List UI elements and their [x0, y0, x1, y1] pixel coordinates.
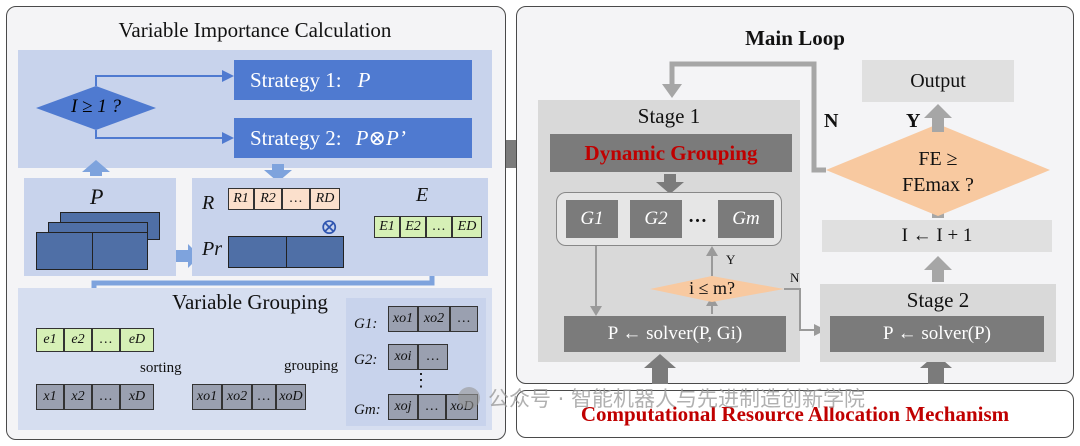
fe-check-line2: FEmax ?	[902, 174, 974, 196]
g1-label: G1:	[354, 316, 378, 332]
xo-cell: xoD	[276, 384, 306, 410]
resource-bar-label: Computational Resource Allocation Mechan…	[580, 401, 1010, 426]
x-cell: x1	[36, 384, 64, 410]
e-small-cell: …	[92, 328, 120, 352]
grouping-label: grouping	[284, 358, 339, 374]
x-vector: x1 x2 … xD	[36, 384, 154, 410]
xo-cell: …	[252, 384, 276, 410]
strategy2-bar: Strategy 2: P⊗P’	[234, 118, 472, 158]
gm-cell: xoj	[388, 394, 418, 420]
p-label: P	[90, 184, 104, 209]
g1-cell: …	[450, 306, 478, 332]
loop-n-label: N	[824, 110, 839, 132]
sorting-label: sorting	[140, 360, 182, 376]
output-box: Output	[862, 60, 1014, 102]
decision-diamond-label: I ≥ 1 ?	[70, 96, 121, 117]
solver-box: P ← solver(P)	[830, 316, 1044, 352]
r-label: R	[202, 192, 215, 214]
pr-matrix-divider	[286, 236, 287, 268]
g2-cell: …	[418, 344, 448, 370]
strategy2-symbol: P⊗P’	[355, 125, 406, 150]
r-cell: R1	[228, 188, 254, 210]
e-small-vector: e1 e2 … eD	[36, 328, 154, 352]
condition-n-label: N	[790, 270, 800, 285]
groups-ellipsis: …	[688, 206, 707, 227]
loop-y-label: Y	[906, 110, 921, 132]
watermark-logo-icon	[458, 387, 480, 409]
r-vector: R1 R2 … RD	[228, 188, 340, 210]
xo-vector: xo1 xo2 … xoD	[192, 384, 306, 410]
e-cell: E1	[374, 216, 400, 238]
group-box-g2: G2	[630, 200, 682, 238]
stage2-title: Stage 2	[906, 288, 970, 312]
e-small-cell: eD	[120, 328, 154, 352]
condition-y-label: Y	[726, 252, 736, 267]
e-cell: ED	[452, 216, 482, 238]
gm-label: Gm:	[354, 402, 381, 418]
stage1-title: Stage 1	[637, 104, 701, 128]
condition-label: i ≤ m?	[689, 278, 735, 298]
r-cell: RD	[310, 188, 340, 210]
e-vector: E1 E2 … ED	[374, 216, 482, 238]
group-box-g1: G1	[566, 200, 618, 238]
xo-cell: xo2	[222, 384, 252, 410]
e-small-cell: e1	[36, 328, 64, 352]
e-label: E	[416, 184, 429, 206]
increment-box: I ← I + 1	[822, 220, 1052, 252]
p-stack-1-divider	[92, 232, 93, 270]
e-cell: E2	[400, 216, 426, 238]
pr-label: Pr	[202, 238, 222, 260]
main-loop-title: Main Loop	[745, 26, 845, 50]
g2-cell: xoi	[388, 344, 418, 370]
x-cell: xD	[120, 384, 154, 410]
x-cell: x2	[64, 384, 92, 410]
vdots: ⋮	[412, 370, 430, 390]
g1-cell: xo2	[418, 306, 450, 332]
dynamic-grouping-bar: Dynamic Grouping	[550, 134, 792, 172]
x-cell: …	[92, 384, 120, 410]
solver-group-box: P ← solver(P, Gi)	[564, 316, 786, 352]
watermark: 公众号 · 智能机器人与先进制造创新学院	[458, 380, 1064, 416]
gm-cell: …	[418, 394, 446, 420]
vg-title: Variable Grouping	[172, 290, 328, 314]
resource-bar: Computational Resource Allocation Mechan…	[516, 390, 1074, 438]
strategy2-label: Strategy 2:	[250, 125, 342, 150]
otimes-symbol: ⊗	[320, 214, 339, 239]
watermark-text: 公众号 · 智能机器人与先进制造创新学院	[488, 387, 866, 411]
r-cell: …	[282, 188, 310, 210]
strategy1-symbol: P	[357, 67, 371, 92]
dynamic-grouping-label: Dynamic Grouping	[584, 140, 758, 165]
group-box-gm: Gm	[718, 200, 774, 238]
fe-check-line1: FE ≥	[918, 148, 958, 170]
e-cell: …	[426, 216, 452, 238]
e-small-cell: e2	[64, 328, 92, 352]
strategy1-bar: Strategy 1: P	[234, 60, 472, 100]
g2-vector: xoi …	[388, 344, 448, 370]
vic-title: Variable Importance Calculation	[118, 18, 392, 42]
g1-cell: xo1	[388, 306, 418, 332]
g1-vector: xo1 xo2 …	[388, 306, 478, 332]
strategy1-label: Strategy 1:	[250, 67, 342, 92]
r-cell: R2	[254, 188, 282, 210]
xo-cell: xo1	[192, 384, 222, 410]
g2-label: G2:	[354, 352, 378, 368]
